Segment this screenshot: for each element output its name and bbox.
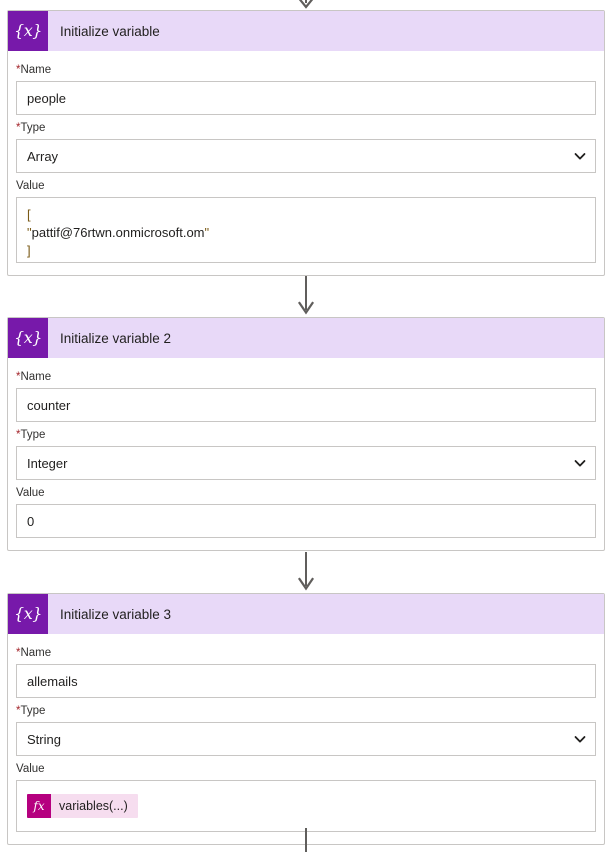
- card-body: *Name counter *Type Integer Value 0: [8, 358, 604, 550]
- icon-glyph: {x}: [14, 21, 42, 40]
- card-body: *Name people *Type Array Value [ ": [8, 51, 604, 275]
- label-text: Name: [20, 64, 52, 76]
- card-title: Initialize variable: [60, 23, 160, 39]
- connector-arrow-top: [0, 0, 612, 10]
- label-text: Value: [16, 487, 45, 499]
- name-input[interactable]: allemails: [16, 664, 596, 698]
- card-title: Initialize variable 2: [60, 330, 172, 346]
- value-input[interactable]: 0: [16, 504, 596, 538]
- chevron-down-icon[interactable]: [573, 456, 587, 470]
- field-label-type: *Type: [16, 117, 596, 139]
- code-token: ]: [27, 243, 31, 258]
- chevron-down-icon[interactable]: [573, 149, 587, 163]
- name-input-value: allemails: [27, 673, 78, 689]
- label-text: Type: [20, 122, 46, 134]
- initialize-variable-icon: {x}: [8, 594, 48, 634]
- label-text: Name: [20, 371, 52, 383]
- field-label-name: *Name: [16, 366, 596, 388]
- field-value: Value [ "pattif@76rtwn.onmicrosoft.om" ]: [16, 175, 596, 263]
- action-card-initialize-variable-3[interactable]: {x} Initialize variable 3 *Name allemail…: [7, 593, 605, 845]
- field-label-name: *Name: [16, 642, 596, 664]
- field-name: *Name people: [16, 59, 596, 115]
- type-dropdown-value: Integer: [27, 455, 68, 471]
- action-card-initialize-variable[interactable]: {x} Initialize variable *Name people *Ty…: [7, 10, 605, 276]
- name-input[interactable]: counter: [16, 388, 596, 422]
- code-string: pattif@76rtwn.onmicrosoft.om: [31, 225, 205, 240]
- field-name: *Name allemails: [16, 642, 596, 698]
- field-type: *Type Integer: [16, 424, 596, 480]
- field-label-value: Value: [16, 758, 596, 780]
- chevron-down-icon[interactable]: [573, 732, 587, 746]
- card-header[interactable]: {x} Initialize variable 3: [8, 594, 604, 634]
- expression-token-label: variables(...): [59, 799, 128, 813]
- field-value: Value 0: [16, 482, 596, 538]
- code-line: [: [27, 206, 585, 224]
- field-type: *Type String: [16, 700, 596, 756]
- action-card-initialize-variable-2[interactable]: {x} Initialize variable 2 *Name counter …: [7, 317, 605, 551]
- label-text: Value: [16, 180, 45, 192]
- required-asterisk: *: [16, 64, 21, 76]
- connector-arrow-2: [0, 552, 612, 592]
- value-input-value: 0: [27, 513, 35, 529]
- field-type: *Type Array: [16, 117, 596, 173]
- value-textarea[interactable]: [ "pattif@76rtwn.onmicrosoft.om" ]: [16, 197, 596, 263]
- card-header[interactable]: {x} Initialize variable: [8, 11, 604, 51]
- code-quote: ": [27, 225, 32, 240]
- type-dropdown[interactable]: Integer: [16, 446, 596, 480]
- value-token-field[interactable]: fx variables(...): [16, 780, 596, 832]
- field-name: *Name counter: [16, 366, 596, 422]
- name-input-value: people: [27, 90, 67, 106]
- required-asterisk: *: [16, 122, 21, 134]
- type-dropdown[interactable]: Array: [16, 139, 596, 173]
- field-label-name: *Name: [16, 59, 596, 81]
- field-label-type: *Type: [16, 700, 596, 722]
- required-asterisk: *: [16, 371, 21, 383]
- fx-icon: fx: [27, 794, 51, 818]
- field-label-value: Value: [16, 482, 596, 504]
- code-quote: ": [204, 225, 210, 240]
- required-asterisk: *: [16, 705, 21, 717]
- field-value: Value fx variables(...): [16, 758, 596, 832]
- required-asterisk: *: [16, 647, 21, 659]
- type-dropdown[interactable]: String: [16, 722, 596, 756]
- field-label-value: Value: [16, 175, 596, 197]
- field-label-type: *Type: [16, 424, 596, 446]
- type-dropdown-value: Array: [27, 148, 59, 164]
- type-dropdown-value: String: [27, 731, 61, 747]
- expression-token[interactable]: fx variables(...): [27, 794, 138, 818]
- label-text: Type: [20, 429, 46, 441]
- card-body: *Name allemails *Type String Value: [8, 634, 604, 844]
- label-text: Type: [20, 705, 46, 717]
- name-input-value: counter: [27, 397, 71, 413]
- connector-arrow-1: [0, 276, 612, 316]
- label-text: Name: [20, 647, 52, 659]
- required-asterisk: *: [16, 429, 21, 441]
- initialize-variable-icon: {x}: [8, 11, 48, 51]
- icon-glyph: {x}: [14, 328, 42, 347]
- label-text: Value: [16, 763, 45, 775]
- initialize-variable-icon: {x}: [8, 318, 48, 358]
- icon-glyph: {x}: [14, 604, 42, 623]
- card-header[interactable]: {x} Initialize variable 2: [8, 318, 604, 358]
- code-line: "pattif@76rtwn.onmicrosoft.om": [27, 224, 585, 242]
- card-title: Initialize variable 3: [60, 606, 172, 622]
- name-input[interactable]: people: [16, 81, 596, 115]
- code-token: [: [27, 207, 31, 222]
- code-line: ]: [27, 242, 585, 260]
